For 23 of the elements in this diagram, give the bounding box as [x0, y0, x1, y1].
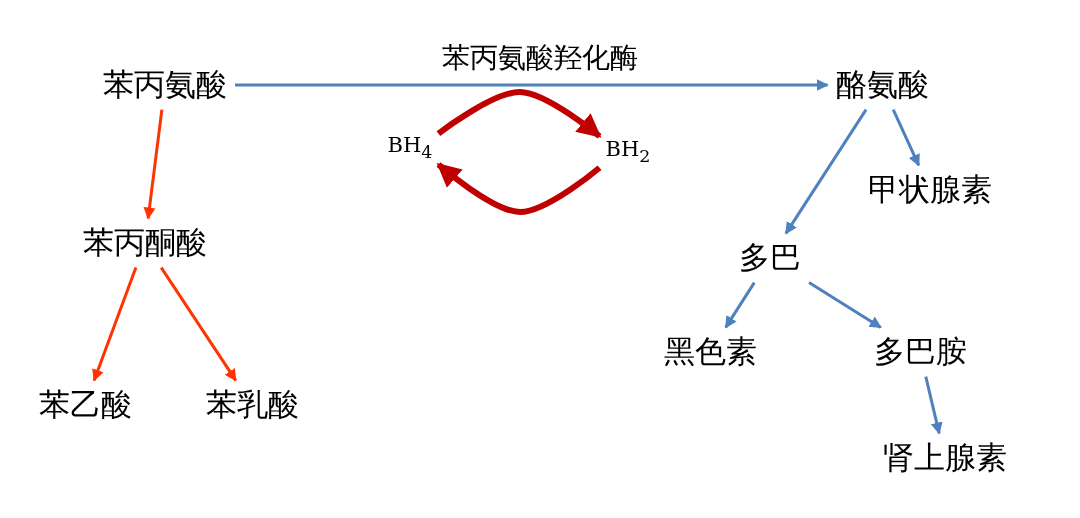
node-label: 苯丙氨酸 — [99, 64, 231, 106]
node-label: 多巴 — [735, 237, 805, 279]
arrow — [143, 109, 164, 220]
arrow — [808, 281, 882, 329]
node-label: 甲状腺素 — [864, 169, 996, 211]
arrow — [436, 89, 602, 139]
arrow — [784, 108, 868, 235]
node-label: 酪氨酸 — [831, 64, 933, 106]
node-label: 多巴胺 — [869, 331, 971, 373]
node-label: 黑色素 — [659, 331, 761, 373]
arrow — [436, 162, 602, 215]
node-label: 肾上腺素 — [879, 437, 1011, 479]
arrow — [160, 266, 237, 382]
node-label: 苯乳酸 — [201, 384, 303, 426]
node-label: BH$_{2}$ — [603, 136, 653, 168]
arrow — [724, 281, 756, 329]
arrow — [92, 267, 138, 382]
node-label: 苯丙酮酸 — [79, 222, 211, 264]
arrow — [924, 376, 943, 435]
arrow — [235, 79, 829, 91]
node-label: 苯乙酸 — [34, 384, 136, 426]
node-label: BH$_{4}$ — [385, 132, 435, 164]
arrow — [891, 108, 921, 167]
